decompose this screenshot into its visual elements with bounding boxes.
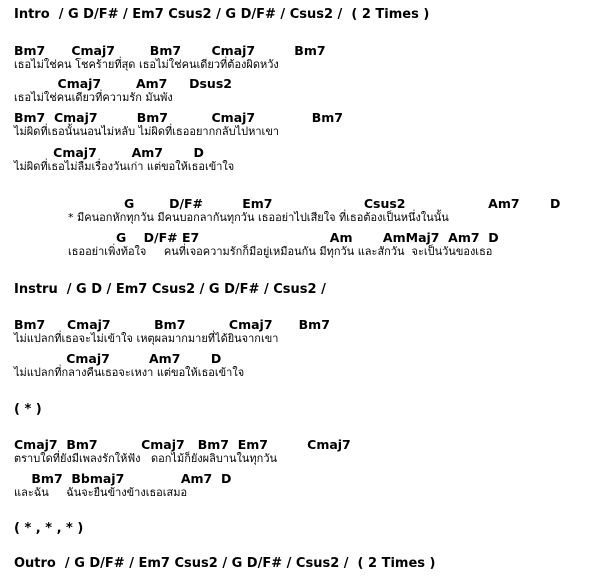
chorus-lyric-line-2: เธออย่าเพิ่งท้อใจ คนที่เจอความรักก็มีอยู… <box>68 245 493 258</box>
verse1-lyric-line-2: เธอไม่ใช่คนเดียวที่ความรัก มันพัง <box>14 91 173 104</box>
intro-line: Intro / G D/F# / Em7 Csus2 / G D/F# / Cs… <box>14 7 430 22</box>
outro-line: Outro / G D/F# / Em7 Csus2 / G D/F# / Cs… <box>14 556 436 571</box>
verse2-chord-line-1: Bm7 Cmaj7 Bm7 Cmaj7 Bm7 <box>14 317 330 332</box>
chorus-reference-repeat: ( * , * , * ) <box>14 521 84 536</box>
bridge-chord-line-1: Cmaj7 Bm7 Cmaj7 Bm7 Em7 Cmaj7 <box>14 437 351 452</box>
chorus-reference: ( * ) <box>14 402 42 417</box>
chorus-lyric-line-1: * มีคนอกหักทุกวัน มีคนบอกลากันทุกวัน เธอ… <box>68 211 449 224</box>
verse1-lyric-line-1: เธอไม่ใช่คน โชคร้ายที่สุด เธอไม่ใช่คนเดี… <box>14 58 279 71</box>
instru-line: Instru / G D / Em7 Csus2 / G D/F# / Csus… <box>14 282 326 297</box>
verse1-chord-line-4: Cmaj7 Am7 D <box>14 145 204 160</box>
verse1-lyric-line-3: ไม่ผิดที่เธอนั้นนอนไม่หลับ ไม่ผิดที่เธออ… <box>14 125 280 138</box>
chorus-chord-line-1: G D/F# Em7 Csus2 Am7 D <box>124 196 561 211</box>
verse1-chord-line-2: Cmaj7 Am7 Dsus2 <box>14 76 232 91</box>
bridge-lyric-line-1: ตราบใดที่ยังมีเพลงรักให้ฟัง ดอกไม้ก็ยังผ… <box>14 452 278 465</box>
verse2-chord-line-2: Cmaj7 Am7 D <box>14 351 222 366</box>
verse1-chord-line-1: Bm7 Cmaj7 Bm7 Cmaj7 Bm7 <box>14 43 326 58</box>
verse2-lyric-line-2: ไม่แปลกที่กลางคืนเธอจะเหงา แต่ขอให้เธอเข… <box>14 366 245 379</box>
bridge-lyric-line-2: และฉัน ฉันจะยืนข้างข้างเธอเสมอ <box>14 486 188 499</box>
verse1-chord-line-3: Bm7 Cmaj7 Bm7 Cmaj7 Bm7 <box>14 110 343 125</box>
verse2-lyric-line-1: ไม่แปลกที่เธอจะไม่เข้าใจ เหตุผลมากมายที่… <box>14 332 279 345</box>
verse1-lyric-line-4: ไม่ผิดที่เธอไม่ลืมเรื่องวันเก่า แต่ขอให้… <box>14 160 235 173</box>
chorus-chord-line-2: G D/F# E7 Am AmMaj7 Am7 D <box>116 230 499 245</box>
bridge-chord-line-2: Bm7 Bbmaj7 Am7 D <box>14 471 232 486</box>
